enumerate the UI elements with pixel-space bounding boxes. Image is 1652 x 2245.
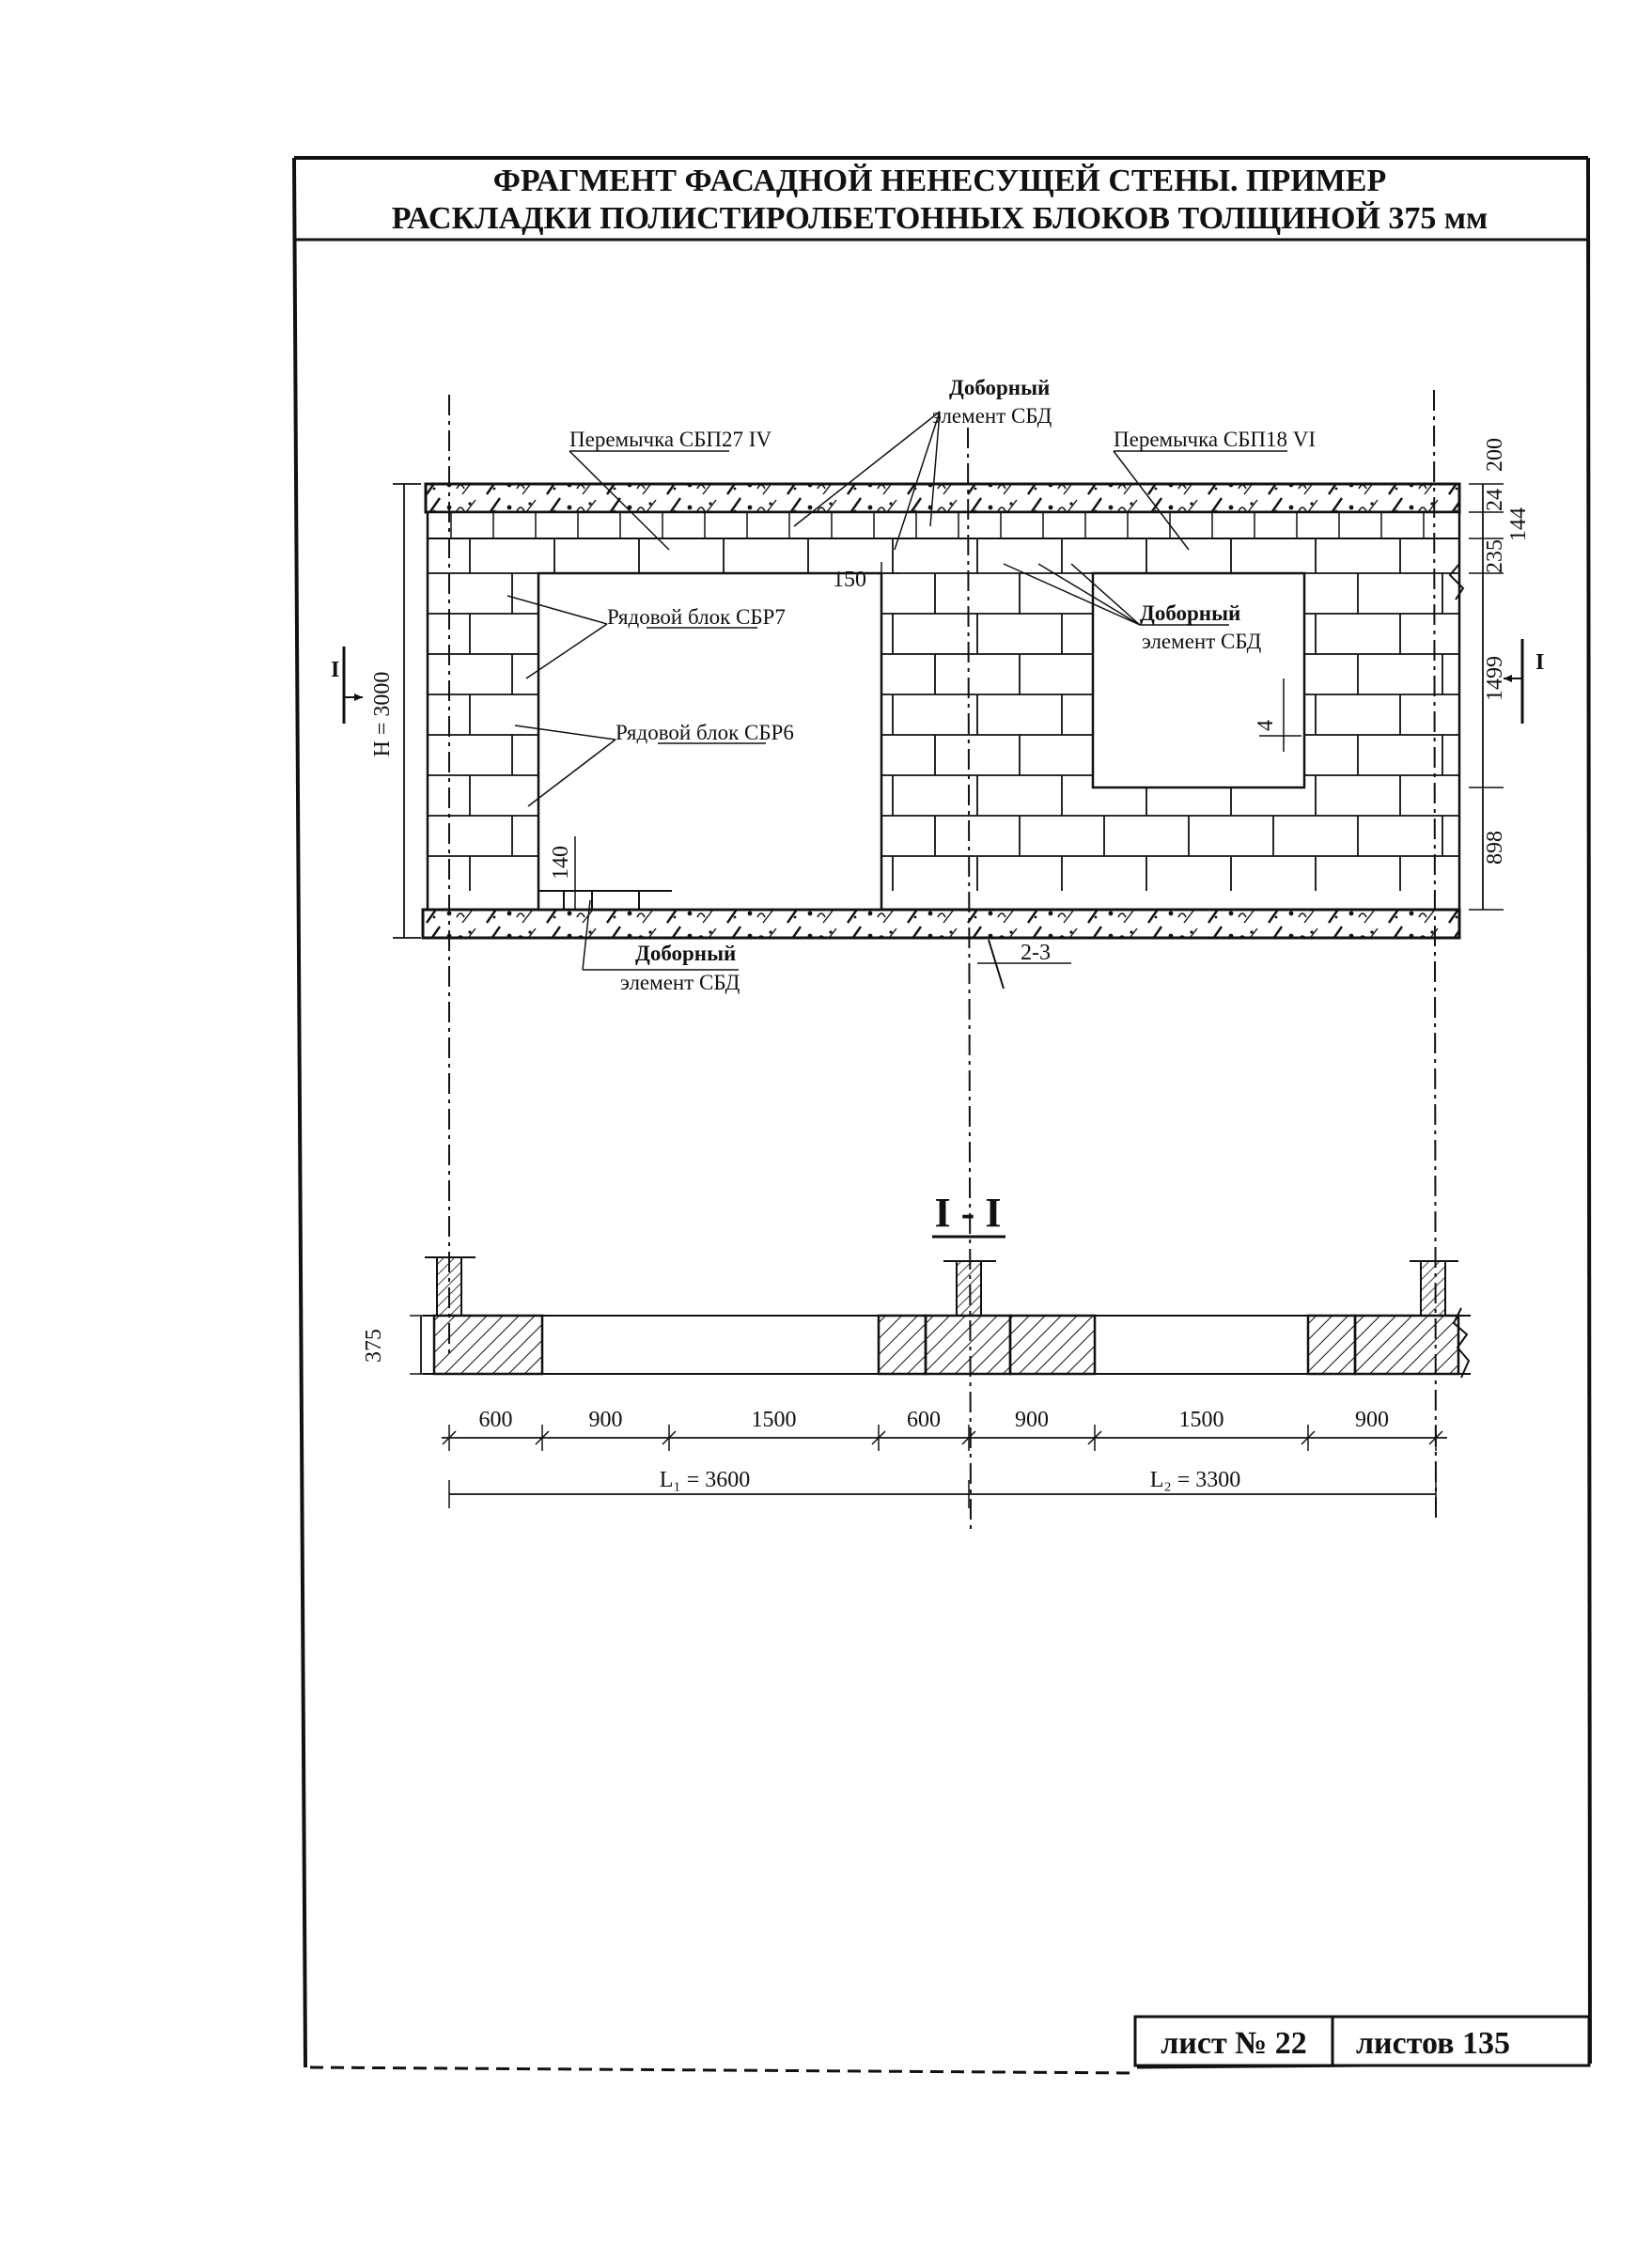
span-chain-serif bbox=[961, 1430, 976, 1445]
column-left bbox=[436, 1256, 462, 1317]
column-middle bbox=[956, 1260, 982, 1317]
cut-mark-right: I bbox=[1535, 650, 1544, 675]
lintel-band bbox=[427, 511, 1460, 539]
span-label: 900 bbox=[1015, 1408, 1049, 1432]
dim-235: 235 bbox=[1483, 539, 1507, 573]
title-line-2: РАСКЛАДКИ ПОЛИСТИРОЛБЕТОННЫХ БЛОКОВ ТОЛЩ… bbox=[392, 201, 1488, 236]
window-opening-right bbox=[1091, 571, 1306, 789]
top-floor-slab bbox=[424, 482, 1461, 514]
dobor-mid-label-2: элемент СБД bbox=[1142, 630, 1262, 653]
span-dimension-chain: 600 900 1500 600 900 1500 900 bbox=[442, 1408, 1447, 1451]
l2-dimension: L₂ = 3300 bbox=[1150, 1468, 1241, 1492]
bottom-floor-slab bbox=[421, 908, 1461, 940]
dobor-mid-label-1: Доборный bbox=[1140, 601, 1240, 625]
dobor-bot-label-1: Доборный bbox=[635, 942, 736, 965]
lintel-right-label: Перемычка СБП18 VI bbox=[1114, 428, 1316, 451]
sheet-count: листов 135 bbox=[1356, 2026, 1510, 2061]
elevation-callouts: Перемычка СБП27 IV Перемычка СБП18 VI До… bbox=[507, 376, 1316, 994]
lintel-left-label: Перемычка СБП27 IV bbox=[569, 428, 771, 451]
span-label: 1500 bbox=[1179, 1408, 1224, 1432]
span-chain-serif bbox=[1087, 1430, 1102, 1445]
elevation-dimensions: H = 3000 200 24 144 235 1499 898 150 4 1… bbox=[331, 438, 1544, 990]
span-chain-serif bbox=[871, 1430, 886, 1445]
block7-label: Рядовой блок СБР7 bbox=[607, 605, 786, 629]
height-dimension: H = 3000 bbox=[370, 672, 395, 757]
wall-outline bbox=[426, 510, 1461, 912]
dim-4: 4 bbox=[1254, 720, 1278, 731]
axis-mark-2-3: 2-3 bbox=[1021, 941, 1051, 965]
dobor-top-label-2: элемент СБД bbox=[932, 404, 1052, 428]
dim-200: 200 bbox=[1483, 438, 1507, 472]
span-chain-serif bbox=[1428, 1430, 1443, 1445]
pier-left bbox=[432, 1314, 544, 1376]
cut-mark-left: I bbox=[331, 658, 339, 682]
title-line-1: ФРАГМЕНТ ФАСАДНОЙ НЕНЕСУЩЕЙ СТЕНЫ. ПРИМЕ… bbox=[493, 164, 1387, 198]
span-label: 900 bbox=[589, 1408, 623, 1432]
break-mark-right bbox=[1448, 563, 1465, 600]
dim-150: 150 bbox=[833, 568, 866, 592]
span-chain-serif bbox=[535, 1430, 550, 1445]
span-label: 600 bbox=[907, 1408, 941, 1432]
span-chain-serif bbox=[442, 1430, 457, 1445]
pier-right-a bbox=[1306, 1314, 1357, 1376]
door-opening-left bbox=[537, 571, 883, 912]
pier-middle-b bbox=[924, 1314, 1012, 1376]
dim-898: 898 bbox=[1483, 831, 1507, 865]
span-chain-serif bbox=[1301, 1430, 1316, 1445]
dim-1499: 1499 bbox=[1483, 656, 1507, 701]
pier-middle-a bbox=[877, 1314, 927, 1376]
span-chain-serif bbox=[662, 1430, 677, 1445]
span-label: 1500 bbox=[752, 1408, 797, 1432]
sheet-frame bbox=[292, 156, 1592, 2075]
block6-label: Рядовой блок СБР6 bbox=[616, 721, 794, 744]
sheet-number: лист № 22 bbox=[1161, 2026, 1307, 2061]
pier-right-b bbox=[1353, 1314, 1460, 1376]
span-label: 900 bbox=[1355, 1408, 1389, 1432]
dobor-top-label-1: Доборный bbox=[949, 376, 1050, 399]
l1-dimension: L₁ = 3600 bbox=[660, 1468, 751, 1492]
wall-elevation bbox=[421, 482, 1465, 940]
dobor-bot-label-2: элемент СБД bbox=[620, 971, 740, 994]
dim-140: 140 bbox=[549, 846, 573, 880]
dim-24: 24 bbox=[1483, 489, 1507, 511]
section-title: I - I bbox=[935, 1190, 1002, 1236]
dim-144: 144 bbox=[1506, 507, 1531, 541]
pier-middle-c bbox=[1008, 1314, 1097, 1376]
masonry-blocks bbox=[428, 512, 1459, 891]
section-thickness: 375 bbox=[362, 1329, 386, 1363]
title-block: ФРАГМЕНТ ФАСАДНОЙ НЕНЕСУЩЕЙ СТЕНЫ. ПРИМЕ… bbox=[392, 164, 1488, 236]
sheet-stamp: лист № 22 листов 135 bbox=[1133, 2015, 1591, 2067]
span-label: 600 bbox=[479, 1408, 513, 1432]
column-right bbox=[1420, 1260, 1446, 1317]
